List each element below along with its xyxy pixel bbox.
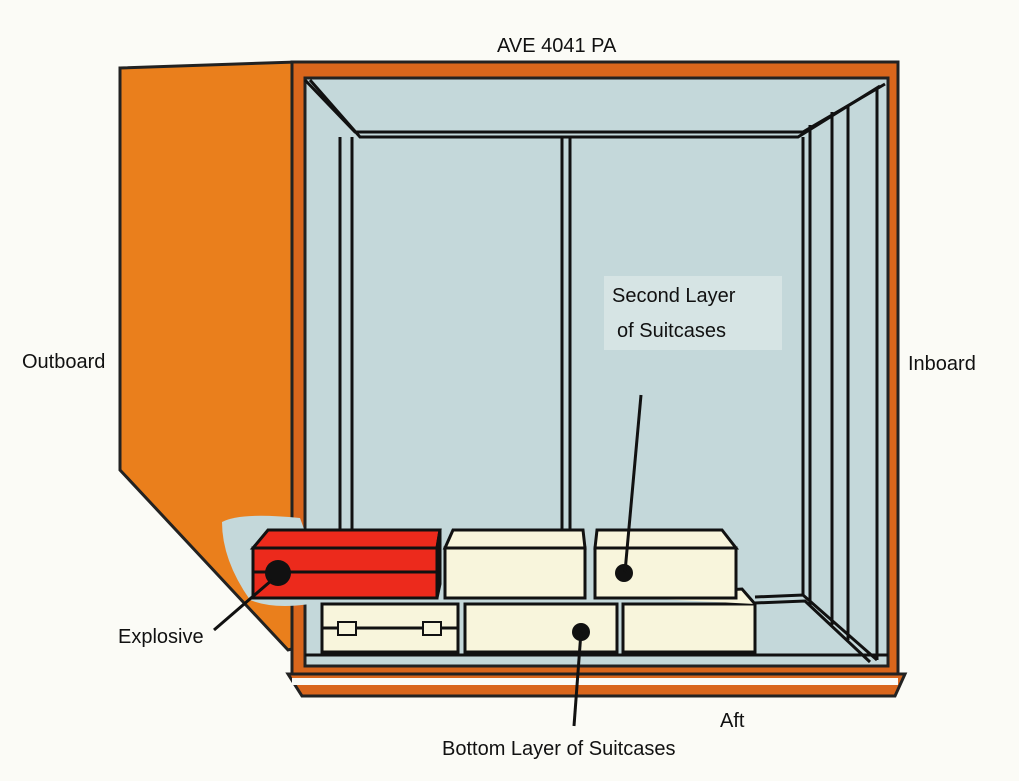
suitcase-bottom-3: [621, 602, 757, 654]
label-aft: Aft: [720, 710, 745, 732]
label-inboard: Inboard: [908, 353, 976, 375]
label-explosive: Explosive: [118, 626, 204, 648]
label-outboard: Outboard: [22, 351, 105, 373]
second-layer-leader: [623, 394, 643, 573]
bottom-layer-leader: [572, 631, 583, 727]
label-bottom-layer: Bottom Layer of Suitcases: [442, 738, 675, 760]
interior-structure: [303, 78, 888, 664]
suitcase-top-3: [593, 528, 740, 600]
explosive-leader: [213, 578, 273, 632]
diagram-title: AVE 4041 PA: [497, 35, 617, 57]
suitcase-bottom-1: [320, 602, 460, 654]
explosive-suitcase: [249, 528, 442, 600]
suitcase-top-2: [442, 528, 587, 600]
label-second-layer-2: of Suitcases: [617, 320, 726, 342]
label-second-layer-1: Second Layer: [612, 285, 736, 307]
suitcase-bottom-2: [463, 602, 619, 654]
